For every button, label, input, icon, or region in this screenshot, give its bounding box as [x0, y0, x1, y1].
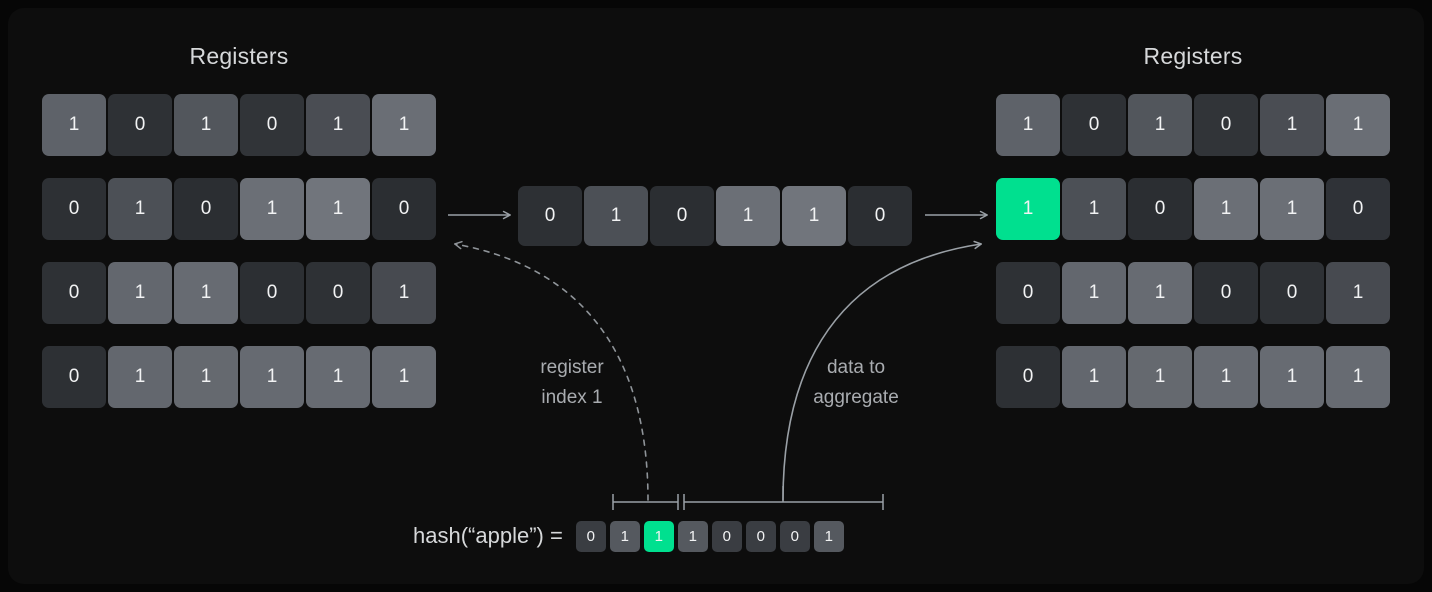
- left-register-cell-r0-c3: 0: [240, 94, 304, 156]
- left-register-cell-r1-c4: 1: [306, 178, 370, 240]
- right-register-cell-r3-c2: 1: [1128, 346, 1192, 408]
- left-register-cell-r0-c2: 1: [174, 94, 238, 156]
- left-register-cell-r1-c2: 0: [174, 178, 238, 240]
- left-register-cell-r1-c1: 1: [108, 178, 172, 240]
- right-register-cell-r2-c3: 0: [1194, 262, 1258, 324]
- selected-register-cell-0: 0: [518, 186, 582, 246]
- left-register-cell-r3-c2: 1: [174, 346, 238, 408]
- left-register-cell-r3-c5: 1: [372, 346, 436, 408]
- left-register-cell-r1-c5: 0: [372, 178, 436, 240]
- right-register-cell-r2-c0: 0: [996, 262, 1060, 324]
- right-register-cell-r1-c2: 0: [1128, 178, 1192, 240]
- right-register-cell-r3-c0: 0: [996, 346, 1060, 408]
- left-register-cell-r3-c1: 1: [108, 346, 172, 408]
- hash-bit-3: 1: [677, 520, 708, 552]
- data-to-aggregate-label: data to aggregate: [813, 357, 899, 408]
- left-register-cell-r0-c1: 0: [108, 94, 172, 156]
- left-register-cell-r0-c4: 1: [306, 94, 370, 156]
- right-register-cell-r3-c4: 1: [1260, 346, 1324, 408]
- right-registers-heading: Registers: [1143, 43, 1243, 69]
- right-register-cell-r1-c1: 1: [1062, 178, 1126, 240]
- hash-bit-2: 1: [643, 520, 674, 552]
- right-register-cell-r0-c0: 1: [996, 94, 1060, 156]
- left-register-cell-r1-c3: 1: [240, 178, 304, 240]
- hash-bit-6: 0: [779, 520, 810, 552]
- selected-register-cell-2: 0: [650, 186, 714, 246]
- selected-register-cell-5: 0: [848, 186, 912, 246]
- hash-bit-1: 1: [609, 520, 640, 552]
- selected-register-cell-4: 1: [782, 186, 846, 246]
- right-register-cell-r1-c0: 1: [996, 178, 1060, 240]
- hash-bit-0: 0: [575, 520, 606, 552]
- right-register-cell-r0-c4: 1: [1260, 94, 1324, 156]
- right-register-cell-r0-c5: 1: [1326, 94, 1390, 156]
- hash-bit-5: 0: [745, 520, 776, 552]
- right-register-cell-r3-c3: 1: [1194, 346, 1258, 408]
- right-register-cell-r2-c2: 1: [1128, 262, 1192, 324]
- left-register-cell-r2-c0: 0: [42, 262, 106, 324]
- right-register-cell-r3-c1: 1: [1062, 346, 1126, 408]
- right-register-cell-r1-c3: 1: [1194, 178, 1258, 240]
- left-register-cell-r2-c1: 1: [108, 262, 172, 324]
- right-register-cell-r0-c2: 1: [1128, 94, 1192, 156]
- right-register-cell-r2-c4: 0: [1260, 262, 1324, 324]
- left-register-cell-r2-c4: 0: [306, 262, 370, 324]
- hash-bit-4: 0: [711, 520, 742, 552]
- right-register-cell-r2-c5: 1: [1326, 262, 1390, 324]
- hash-function-label: hash(“apple”) =: [413, 523, 563, 548]
- hash-bit-7: 1: [813, 520, 844, 552]
- register-index-label: register index 1: [540, 357, 604, 408]
- left-register-cell-r0-c5: 1: [372, 94, 436, 156]
- right-register-cell-r3-c5: 1: [1326, 346, 1390, 408]
- right-register-cell-r2-c1: 1: [1062, 262, 1126, 324]
- right-register-cell-r0-c3: 0: [1194, 94, 1258, 156]
- right-register-cell-r1-c4: 1: [1260, 178, 1324, 240]
- left-register-cell-r3-c4: 1: [306, 346, 370, 408]
- left-register-cell-r2-c2: 1: [174, 262, 238, 324]
- right-register-cell-r0-c1: 0: [1062, 94, 1126, 156]
- selected-register-cell-3: 1: [716, 186, 780, 246]
- right-register-cell-r1-c5: 0: [1326, 178, 1390, 240]
- left-register-cell-r3-c0: 0: [42, 346, 106, 408]
- left-register-cell-r2-c5: 1: [372, 262, 436, 324]
- selected-register-cell-1: 1: [584, 186, 648, 246]
- left-register-cell-r2-c3: 0: [240, 262, 304, 324]
- left-register-cell-r1-c0: 0: [42, 178, 106, 240]
- left-registers-heading: Registers: [189, 43, 289, 69]
- left-register-cell-r3-c3: 1: [240, 346, 304, 408]
- left-register-cell-r0-c0: 1: [42, 94, 106, 156]
